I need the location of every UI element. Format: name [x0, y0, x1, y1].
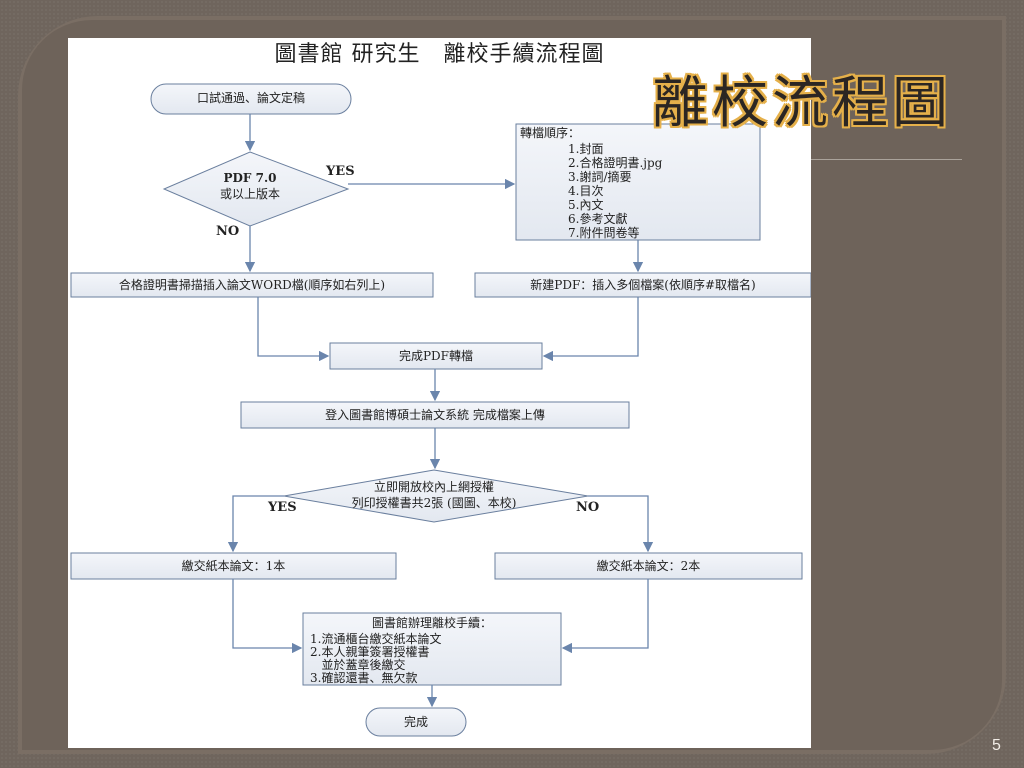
new-pdf-label: 新建PDF：插入多個檔案(依順序#取檔名) — [530, 278, 756, 292]
convert-order-item: 5.內文 — [568, 198, 604, 212]
arrow-yes-to-one — [227, 495, 284, 553]
upload-label: 登入圖書館博碩士論文系統 完成檔案上傳 — [325, 408, 545, 422]
convert-order-box — [515, 123, 761, 241]
slide-title: 離校流程圖 — [652, 71, 952, 136]
decision-authorize-line2: 列印授權書共2張 (國圖、本校) — [351, 496, 517, 510]
convert-order-heading: 轉檔順序： — [520, 126, 581, 140]
library-steps-item: 3.確認還書、無欠款 — [310, 671, 418, 685]
decision-authorize-line1: 立即開放校內上網授權 — [373, 480, 494, 494]
convert-order-item: 7.附件問卷等 — [568, 226, 640, 240]
arrow-newpdf-to-complete — [542, 297, 639, 362]
yes-label-authorize: YES — [268, 500, 297, 515]
library-steps-item: 2.本人親筆簽署授權書 — [310, 645, 430, 659]
insert-word-label: 合格證明書掃描插入論文WORD檔(順序如右列上) — [118, 278, 386, 292]
decision-pdf-line2: 或以上版本 — [219, 187, 280, 201]
arrow-two-to-library — [561, 579, 649, 654]
start-terminal — [150, 83, 352, 115]
arrow-word-to-complete — [257, 297, 330, 362]
decision-authorize — [283, 469, 589, 523]
page-number: 5 — [992, 737, 1001, 754]
convert-order-item: 3.謝詞/摘要 — [568, 170, 632, 184]
library-steps-box — [302, 612, 562, 686]
start-label: 口試通過、論文定稿 — [196, 91, 305, 105]
arrow-no-to-two — [588, 495, 654, 553]
insert-word-box — [70, 272, 434, 298]
upload-box — [240, 401, 630, 429]
submit-two-box — [494, 552, 803, 580]
library-steps-item: 並於蓋章後繳交 — [310, 658, 406, 672]
submit-two-label: 繳交紙本論文：2本 — [596, 559, 701, 573]
no-label-pdf: NO — [216, 224, 240, 239]
end-terminal — [365, 707, 467, 737]
convert-order-item: 1.封面 — [568, 142, 604, 156]
flowchart-title: 圖書館 研究生 離校手續流程圖 — [274, 42, 605, 67]
new-pdf-box — [474, 272, 811, 298]
convert-order-item: 6.參考文獻 — [568, 212, 628, 226]
flowchart-image: 圖書館 研究生 離校手續流程圖 口試通過、論文定稿 PDF 7.0 或以上版本 … — [68, 38, 811, 748]
complete-pdf-box — [329, 342, 543, 370]
end-label: 完成 — [403, 715, 428, 729]
library-steps-heading: 圖書館辦理離校手續： — [371, 616, 492, 630]
convert-order-item: 2.合格證明書.jpg — [568, 156, 663, 170]
arrow-one-to-library — [232, 579, 303, 654]
convert-order-item: 4.目次 — [568, 184, 604, 198]
submit-one-label: 繳交紙本論文：1本 — [181, 559, 286, 573]
library-steps-item: 1.流通櫃台繳交紙本論文 — [310, 632, 442, 646]
no-label-authorize: NO — [576, 500, 600, 515]
yes-label-pdf: YES — [326, 164, 355, 179]
complete-pdf-label: 完成PDF轉檔 — [398, 349, 474, 363]
decision-pdf-line1: PDF 7.0 — [223, 171, 277, 185]
flowchart-connectors — [70, 83, 811, 737]
